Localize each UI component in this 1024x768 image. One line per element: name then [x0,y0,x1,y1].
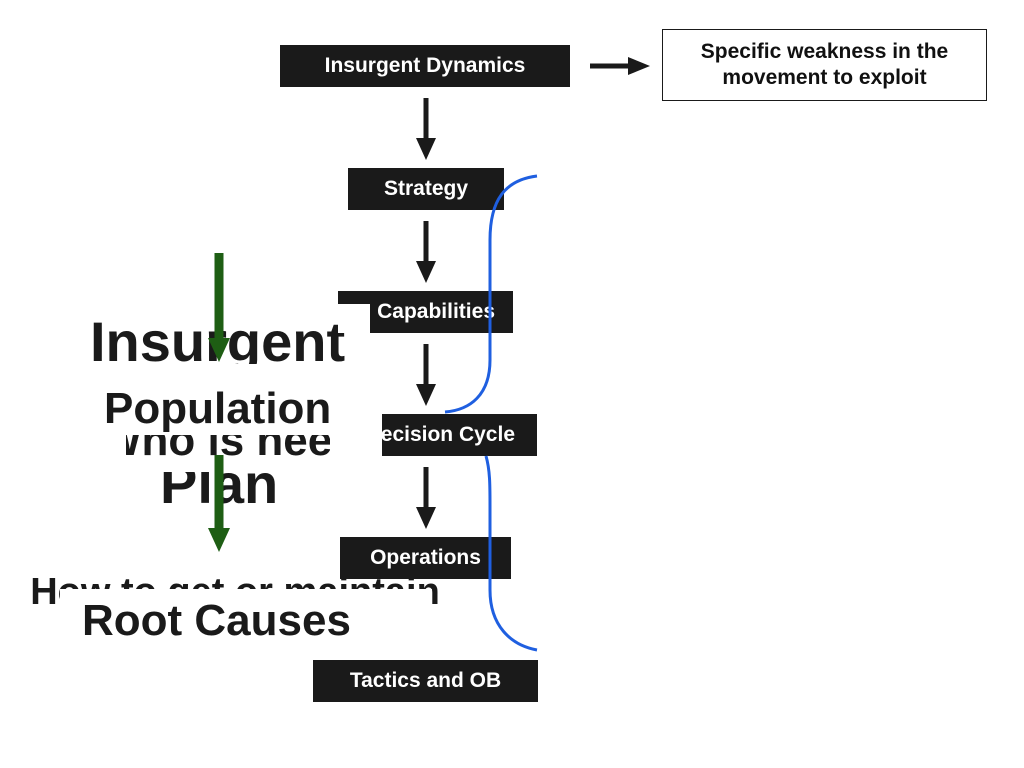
blue-bracket-upper [444,174,538,414]
node-insurgent-dynamics: Insurgent Dynamics [280,45,570,87]
green-arrow-upper [208,253,230,362]
blue-bracket-lower [484,455,538,652]
node-operations: Operations [340,537,511,579]
occluding-panel-lower [60,589,432,665]
weakness-callout-text: Specific weakness in the movement to exp… [700,40,949,89]
weakness-callout: Specific weakness in the movement to exp… [662,29,987,101]
arrow-strategy-to-capabilities [416,221,436,283]
occluding-strip-capabilities [338,304,370,333]
occluding-strip-decision [330,414,382,456]
arrow-dynamics-to-strategy [416,98,436,160]
arrow-decision-to-operations [416,467,436,529]
root-causes-label: Root Causes [82,596,351,645]
arrow-to-callout [590,57,650,75]
green-arrow-lower [208,455,230,552]
arrow-capabilities-to-decision [416,344,436,406]
population-label: Population [102,383,334,435]
node-tactics-ob: Tactics and OB [313,660,538,702]
node-strategy: Strategy [348,168,504,210]
